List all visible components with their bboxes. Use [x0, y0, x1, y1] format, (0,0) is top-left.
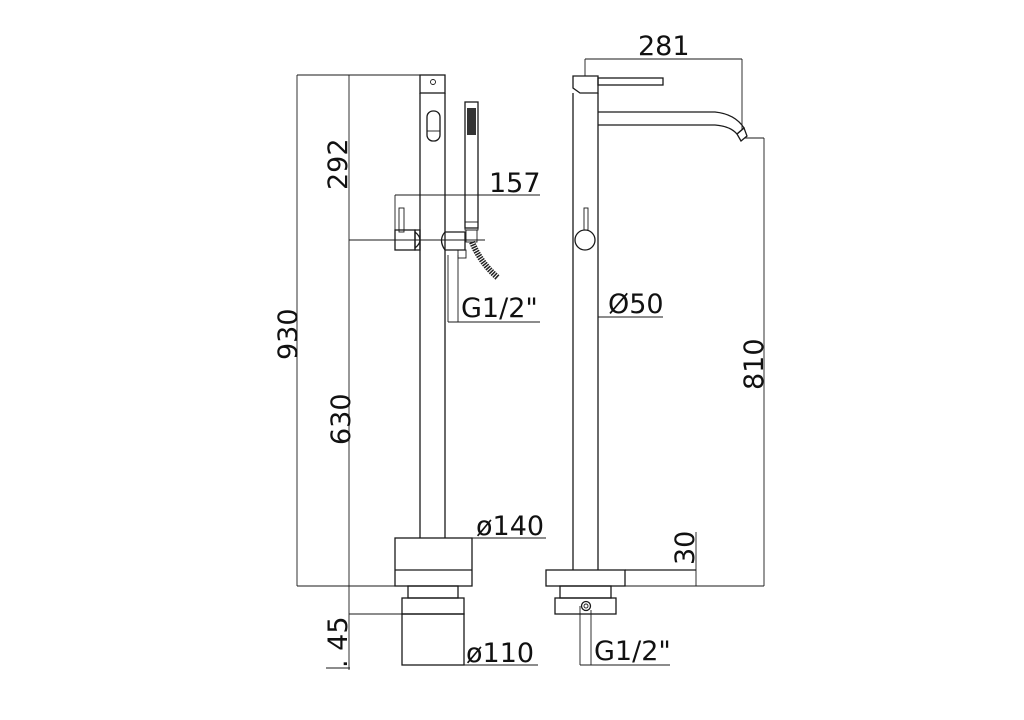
dim-50-label: Ø50	[608, 289, 664, 320]
dim-140-label: ø140	[476, 511, 544, 542]
dim-g12-hose-label: G1/2"	[461, 293, 538, 324]
dim-g12-supply-label: G1/2"	[594, 636, 671, 667]
mixer-column	[419, 74, 446, 538]
dim-281-label: 281	[638, 31, 690, 62]
dim-30-label: 30	[670, 531, 701, 565]
lever	[597, 77, 664, 86]
dimension-lines-left	[296, 74, 546, 670]
dim-110-label: ø110	[466, 638, 534, 669]
dim-157-label: 157	[489, 168, 541, 199]
knob	[574, 229, 596, 251]
spout	[598, 111, 745, 135]
supply-inlet	[580, 600, 592, 612]
dim-45-label: . 45	[323, 616, 354, 668]
base-right	[545, 569, 696, 615]
right-view: 281 Ø50 810 30 G1/2"	[545, 31, 770, 667]
shower-nozzle-grid	[467, 108, 476, 135]
dim-930-label: 930	[273, 308, 304, 360]
spout-column	[572, 75, 748, 570]
base-left	[394, 537, 473, 666]
dimension-lines-right	[579, 58, 765, 666]
screw-icon	[430, 79, 436, 85]
diverter	[394, 207, 467, 259]
handle	[426, 110, 441, 142]
hand-shower	[464, 101, 501, 281]
dim-292-label: 292	[323, 138, 354, 190]
dim-810-label: 810	[739, 338, 770, 390]
dim-630-label: 630	[326, 393, 357, 445]
shower-hose	[469, 240, 501, 281]
left-view: 292 157 G1/2" 930 630 ø140 ø110 . 45	[273, 74, 546, 670]
